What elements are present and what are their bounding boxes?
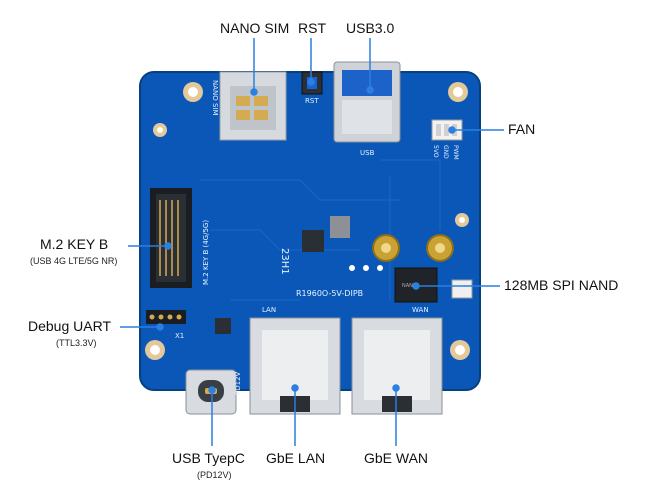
label-gbe-lan: GbE LAN	[266, 450, 326, 466]
leader-lines	[120, 38, 504, 446]
label-m2-key-b-sub: (USB 4G LTE/5G NR)	[30, 256, 118, 266]
silk-m2: M.2 KEY B (4G/5G)	[202, 220, 210, 285]
silk-fan-gnd: GND	[442, 145, 449, 159]
label-nano-sim: NANO SIM	[220, 20, 290, 36]
leader-dot-uart	[156, 323, 164, 331]
leader-dot-rst	[307, 78, 315, 86]
label-debug-uart: Debug UART	[28, 318, 112, 334]
usb3-port: USB	[333, 61, 401, 157]
leader-dot-fan	[448, 126, 456, 134]
nand-pad	[451, 279, 473, 299]
leader-dot-nand	[412, 282, 420, 290]
mounting-holes	[145, 82, 470, 360]
label-usb-typec-sub: (PD12V)	[197, 470, 232, 480]
leader-dot-usb3	[366, 86, 374, 94]
label-gbe-wan: GbE WAN	[364, 450, 429, 466]
gbe-wan-jack	[351, 317, 443, 415]
label-usb-typec: USB TyepC	[172, 450, 245, 466]
silk-rst: RST	[305, 97, 319, 105]
label-m2-key-b: M.2 KEY B	[40, 236, 109, 252]
silk-lan: LAN	[262, 306, 276, 314]
leader-dot-lan	[291, 384, 299, 392]
silk-usb: USB	[360, 149, 375, 157]
status-leds	[349, 265, 383, 271]
label-debug-uart-sub: (TTL3.3V)	[56, 338, 97, 348]
silk-wan: WAN	[412, 306, 429, 314]
leader-dot-nano-sim	[250, 88, 258, 96]
leader-dot-m2	[164, 242, 172, 250]
label-spi-nand: 128MB SPI NAND	[504, 277, 619, 293]
silk-fan-5v: 5VO	[432, 145, 439, 158]
m2-key-b-slot: M.2 KEY B (4G/5G)	[150, 188, 210, 288]
fan-header: 5VO GND PWM	[431, 119, 463, 160]
silk-nano-sim: NANO SIM	[211, 80, 219, 116]
silk-pd12v: PD12V	[234, 371, 242, 395]
leader-dot-typec	[208, 386, 216, 394]
label-fan: FAN	[508, 121, 536, 137]
leader-dot-wan	[392, 384, 400, 392]
svg-text:NAND: NAND	[402, 283, 417, 289]
antenna-connectors	[372, 234, 454, 262]
silk-board-id: R1960O-5V-DIPB	[296, 289, 363, 298]
nano-sim-slot: NANO SIM	[211, 71, 287, 141]
debug-uart-header: X1	[146, 310, 186, 340]
silk-code: 23H1	[279, 248, 290, 275]
label-rst: RST	[298, 20, 326, 36]
silk-x1: X1	[175, 332, 184, 340]
silk-fan-pwm: PWM	[452, 145, 459, 160]
label-usb30: USB3.0	[346, 20, 395, 36]
